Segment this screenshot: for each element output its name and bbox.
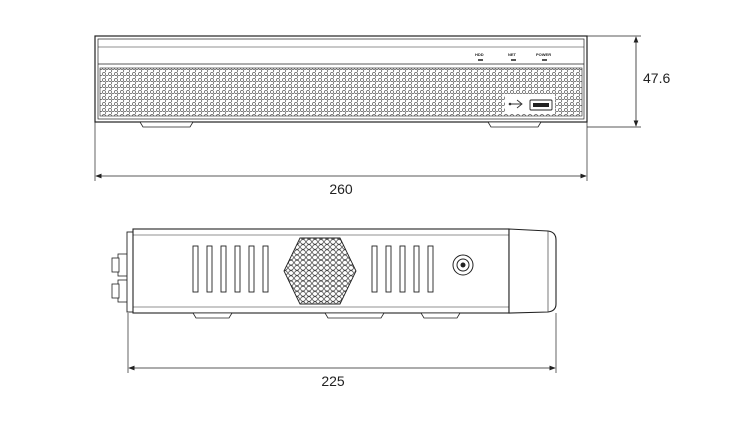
side-foot-left [192,312,233,319]
dimension-height-label: 47.6 [643,70,670,86]
front-foot-left [139,121,194,128]
indicator-hdd: HDD [475,52,484,61]
side-vent-slots-right [371,245,434,293]
indicator-label-net: NET [508,52,517,57]
side-foot-right [420,312,461,319]
fan-grille [283,237,357,305]
front-vent-grille [99,67,583,117]
front-foot-right [487,121,542,128]
side-front-bezel [508,228,557,314]
dimension-width: 260 [94,122,588,197]
rear-connectors [111,253,129,303]
side-foot-center [324,312,385,319]
dimension-width-label: 260 [329,181,353,197]
dimension-height: 47.6 [587,35,670,128]
indicator-net: NET [508,52,517,61]
side-view [111,228,557,319]
indicator-power: POWER [536,52,551,61]
indicator-label-hdd: HDD [475,52,484,57]
usb-icon [508,99,523,109]
side-screw [452,254,474,276]
dimension-depth: 225 [127,313,557,389]
front-view: HDD NET POWER [94,35,588,128]
side-vent-slots-left [192,245,269,293]
dimension-depth-label: 225 [321,373,345,389]
indicator-label-power: POWER [536,52,551,57]
